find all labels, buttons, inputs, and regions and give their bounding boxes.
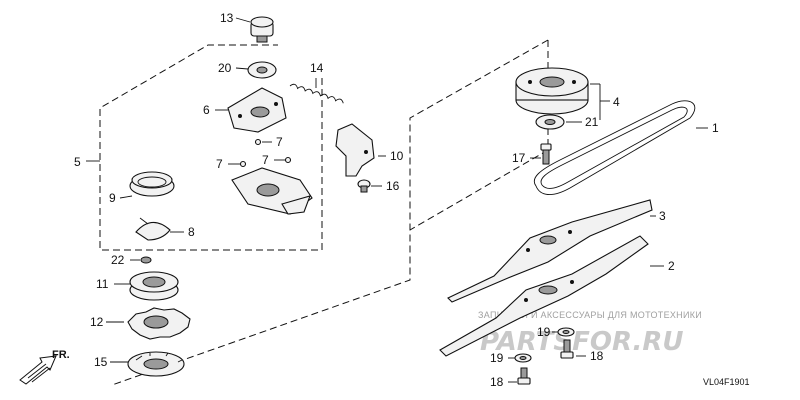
- upper-blade-3: 3: [447, 199, 666, 303]
- pin-7a: 7: [254, 135, 283, 149]
- label-4: 4: [613, 95, 620, 109]
- label-15: 15: [94, 355, 108, 369]
- label-7a: 7: [276, 135, 283, 149]
- front-arrow: FR.: [19, 349, 70, 385]
- label-13: 13: [220, 11, 234, 25]
- belt-1: 1: [533, 100, 719, 195]
- label-17: 17: [512, 151, 526, 165]
- bearing-housing-11: 11: [96, 271, 179, 301]
- bearing-21: 21: [535, 114, 599, 130]
- diagram-code: VL04F1901: [703, 377, 750, 387]
- label-16: 16: [386, 179, 400, 193]
- label-19a: 19: [537, 325, 551, 339]
- spring-14: 14: [289, 61, 344, 104]
- watermark-logo: PARTSFOR.RU: [480, 327, 683, 357]
- assembly-outline-5: [86, 44, 323, 251]
- label-10: 10: [390, 149, 404, 163]
- washer-19b: 19: [490, 351, 532, 365]
- bolt-18a: 18: [560, 339, 604, 363]
- label-5: 5: [74, 155, 81, 169]
- front-marker-label: FR.: [52, 349, 70, 361]
- label-8: 8: [188, 225, 195, 239]
- spring-coil-9: 9: [109, 171, 175, 205]
- label-20: 20: [218, 61, 232, 75]
- label-19b: 19: [490, 351, 504, 365]
- lower-blade-2: 2: [439, 235, 675, 357]
- lever-10: 10: [335, 123, 404, 177]
- lock-washer-15: 15: [94, 351, 185, 377]
- upper-plate-6: 6: [203, 87, 287, 133]
- washer-19a: 19: [537, 325, 575, 339]
- bolt-18b: 18: [490, 367, 531, 389]
- label-22: 22: [111, 253, 125, 267]
- screw-16: 16: [357, 179, 400, 193]
- label-18a: 18: [590, 349, 604, 363]
- label-1: 1: [712, 121, 719, 135]
- bearing-20: 20: [218, 61, 277, 79]
- watermark-tagline: ЗАПЧАСТИ И АКСЕССУАРЫ ДЛЯ МОТОТЕХНИКИ: [478, 310, 702, 320]
- pulley-4: 4: [515, 67, 620, 120]
- circlip-22: 22: [111, 253, 152, 267]
- label-9: 9: [109, 191, 116, 205]
- label-6: 6: [203, 103, 210, 117]
- label-2: 2: [668, 259, 675, 273]
- label-14: 14: [310, 61, 324, 75]
- label-12: 12: [90, 315, 104, 329]
- lower-plate: [231, 167, 313, 215]
- label-21: 21: [585, 115, 599, 129]
- label-18b: 18: [490, 375, 504, 389]
- label-7c: 7: [262, 153, 269, 167]
- bolt-17: 17: [512, 143, 552, 165]
- pin-7c: 7: [262, 153, 292, 167]
- pin-7b: 7: [216, 157, 247, 171]
- label-3: 3: [659, 209, 666, 223]
- bolt-collar-13: 13: [220, 11, 274, 43]
- clip-8: 8: [135, 217, 195, 241]
- label-7b: 7: [216, 157, 223, 171]
- label-11: 11: [96, 277, 109, 291]
- star-nut-12: 12: [90, 307, 191, 340]
